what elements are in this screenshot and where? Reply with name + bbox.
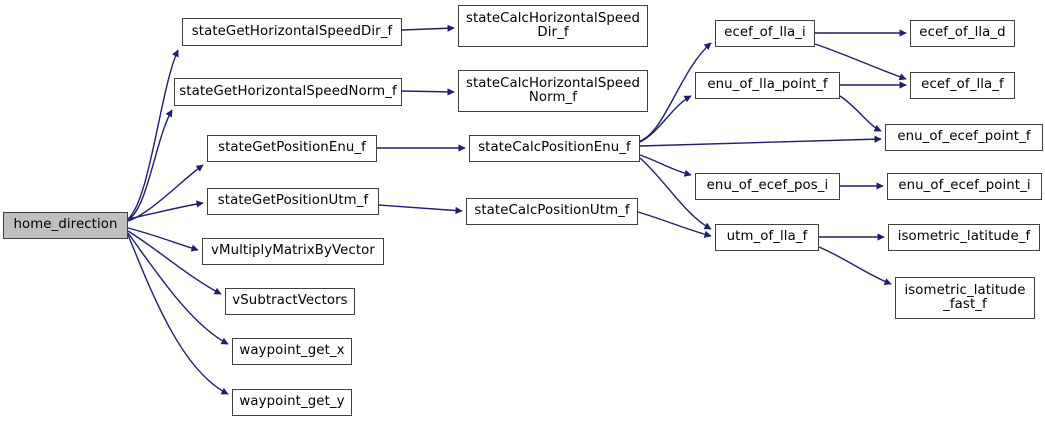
node-stateGetHorizontalSpeedNorm_f[interactable]: stateGetHorizontalSpeedNorm_f <box>174 78 402 106</box>
edge-stateGetHorizontalSpeedNorm_f-to-stateCalcHorizontalSpeedNorm_f <box>401 88 455 96</box>
edge-home_direction-to-stateGetHorizontalSpeedNorm_f <box>127 109 173 221</box>
node-ecef_of_lla_d[interactable]: ecef_of_lla_d <box>910 20 1015 47</box>
node-vMultiplyMatrixByVector[interactable]: vMultiplyMatrixByVector <box>202 238 384 265</box>
node-enu_of_ecef_point_i[interactable]: enu_of_ecef_point_i <box>887 173 1042 200</box>
node-isometric_latitude_f[interactable]: isometric_latitude_f <box>888 224 1040 251</box>
node-home_direction[interactable]: home_direction <box>3 212 128 239</box>
node-utm_of_lla_f[interactable]: utm_of_lla_f <box>715 224 819 251</box>
node-enu_of_ecef_point_f[interactable]: enu_of_ecef_point_f <box>885 124 1043 151</box>
edge-stateCalcPositionUtm_f-to-utm_of_lla_f <box>637 211 712 238</box>
node-stateCalcPositionEnu_f[interactable]: stateCalcPositionEnu_f <box>469 135 640 162</box>
node-stateCalcHorizontalSpeedNorm_f[interactable]: stateCalcHorizontalSpeed Norm_f <box>458 70 648 112</box>
edge-stateCalcPositionEnu_f-to-enu_of_ecef_point_f <box>639 135 882 147</box>
edge-stateCalcPositionEnu_f-to-enu_of_ecef_pos_i <box>639 154 692 177</box>
node-stateGetPositionUtm_f[interactable]: stateGetPositionUtm_f <box>207 188 379 215</box>
node-waypoint_get_x[interactable]: waypoint_get_x <box>232 338 352 365</box>
node-stateGetHorizontalSpeedDir_f[interactable]: stateGetHorizontalSpeedDir_f <box>182 18 402 46</box>
edge-home_direction-to-vMultiplyMatrixByVector <box>127 227 199 252</box>
node-ecef_of_lla_i[interactable]: ecef_of_lla_i <box>715 20 815 47</box>
node-enu_of_ecef_pos_i[interactable]: enu_of_ecef_pos_i <box>695 173 840 200</box>
node-stateCalcPositionUtm_f[interactable]: stateCalcPositionUtm_f <box>466 198 638 225</box>
node-waypoint_get_y[interactable]: waypoint_get_y <box>232 389 352 416</box>
node-vSubtractVectors[interactable]: vSubtractVectors <box>225 288 355 315</box>
edge-stateGetPositionUtm_f-to-stateCalcPositionUtm_f <box>378 204 463 215</box>
node-stateGetPositionEnu_f[interactable]: stateGetPositionEnu_f <box>207 135 377 162</box>
node-isometric_latitude_fast_f[interactable]: isometric_latitude _fast_f <box>895 277 1035 319</box>
node-ecef_of_lla_f[interactable]: ecef_of_lla_f <box>910 72 1015 99</box>
edge-home_direction-to-stateGetPositionEnu_f <box>127 164 204 222</box>
edge-home_direction-to-stateGetHorizontalSpeedDir_f <box>127 49 179 220</box>
edge-enu_of_lla_point_f-to-enu_of_ecef_point_f <box>839 95 882 132</box>
edge-stateGetHorizontalSpeedDir_f-to-stateCalcHorizontalSpeedDir_f <box>401 24 455 32</box>
edge-utm_of_lla_f-to-isometric_latitude_fast_f <box>818 246 892 285</box>
node-stateCalcHorizontalSpeedDir_f[interactable]: stateCalcHorizontalSpeed Dir_f <box>458 5 648 47</box>
edge-home_direction-to-stateGetPositionUtm_f <box>127 200 204 220</box>
node-enu_of_lla_point_f[interactable]: enu_of_lla_point_f <box>695 72 840 99</box>
